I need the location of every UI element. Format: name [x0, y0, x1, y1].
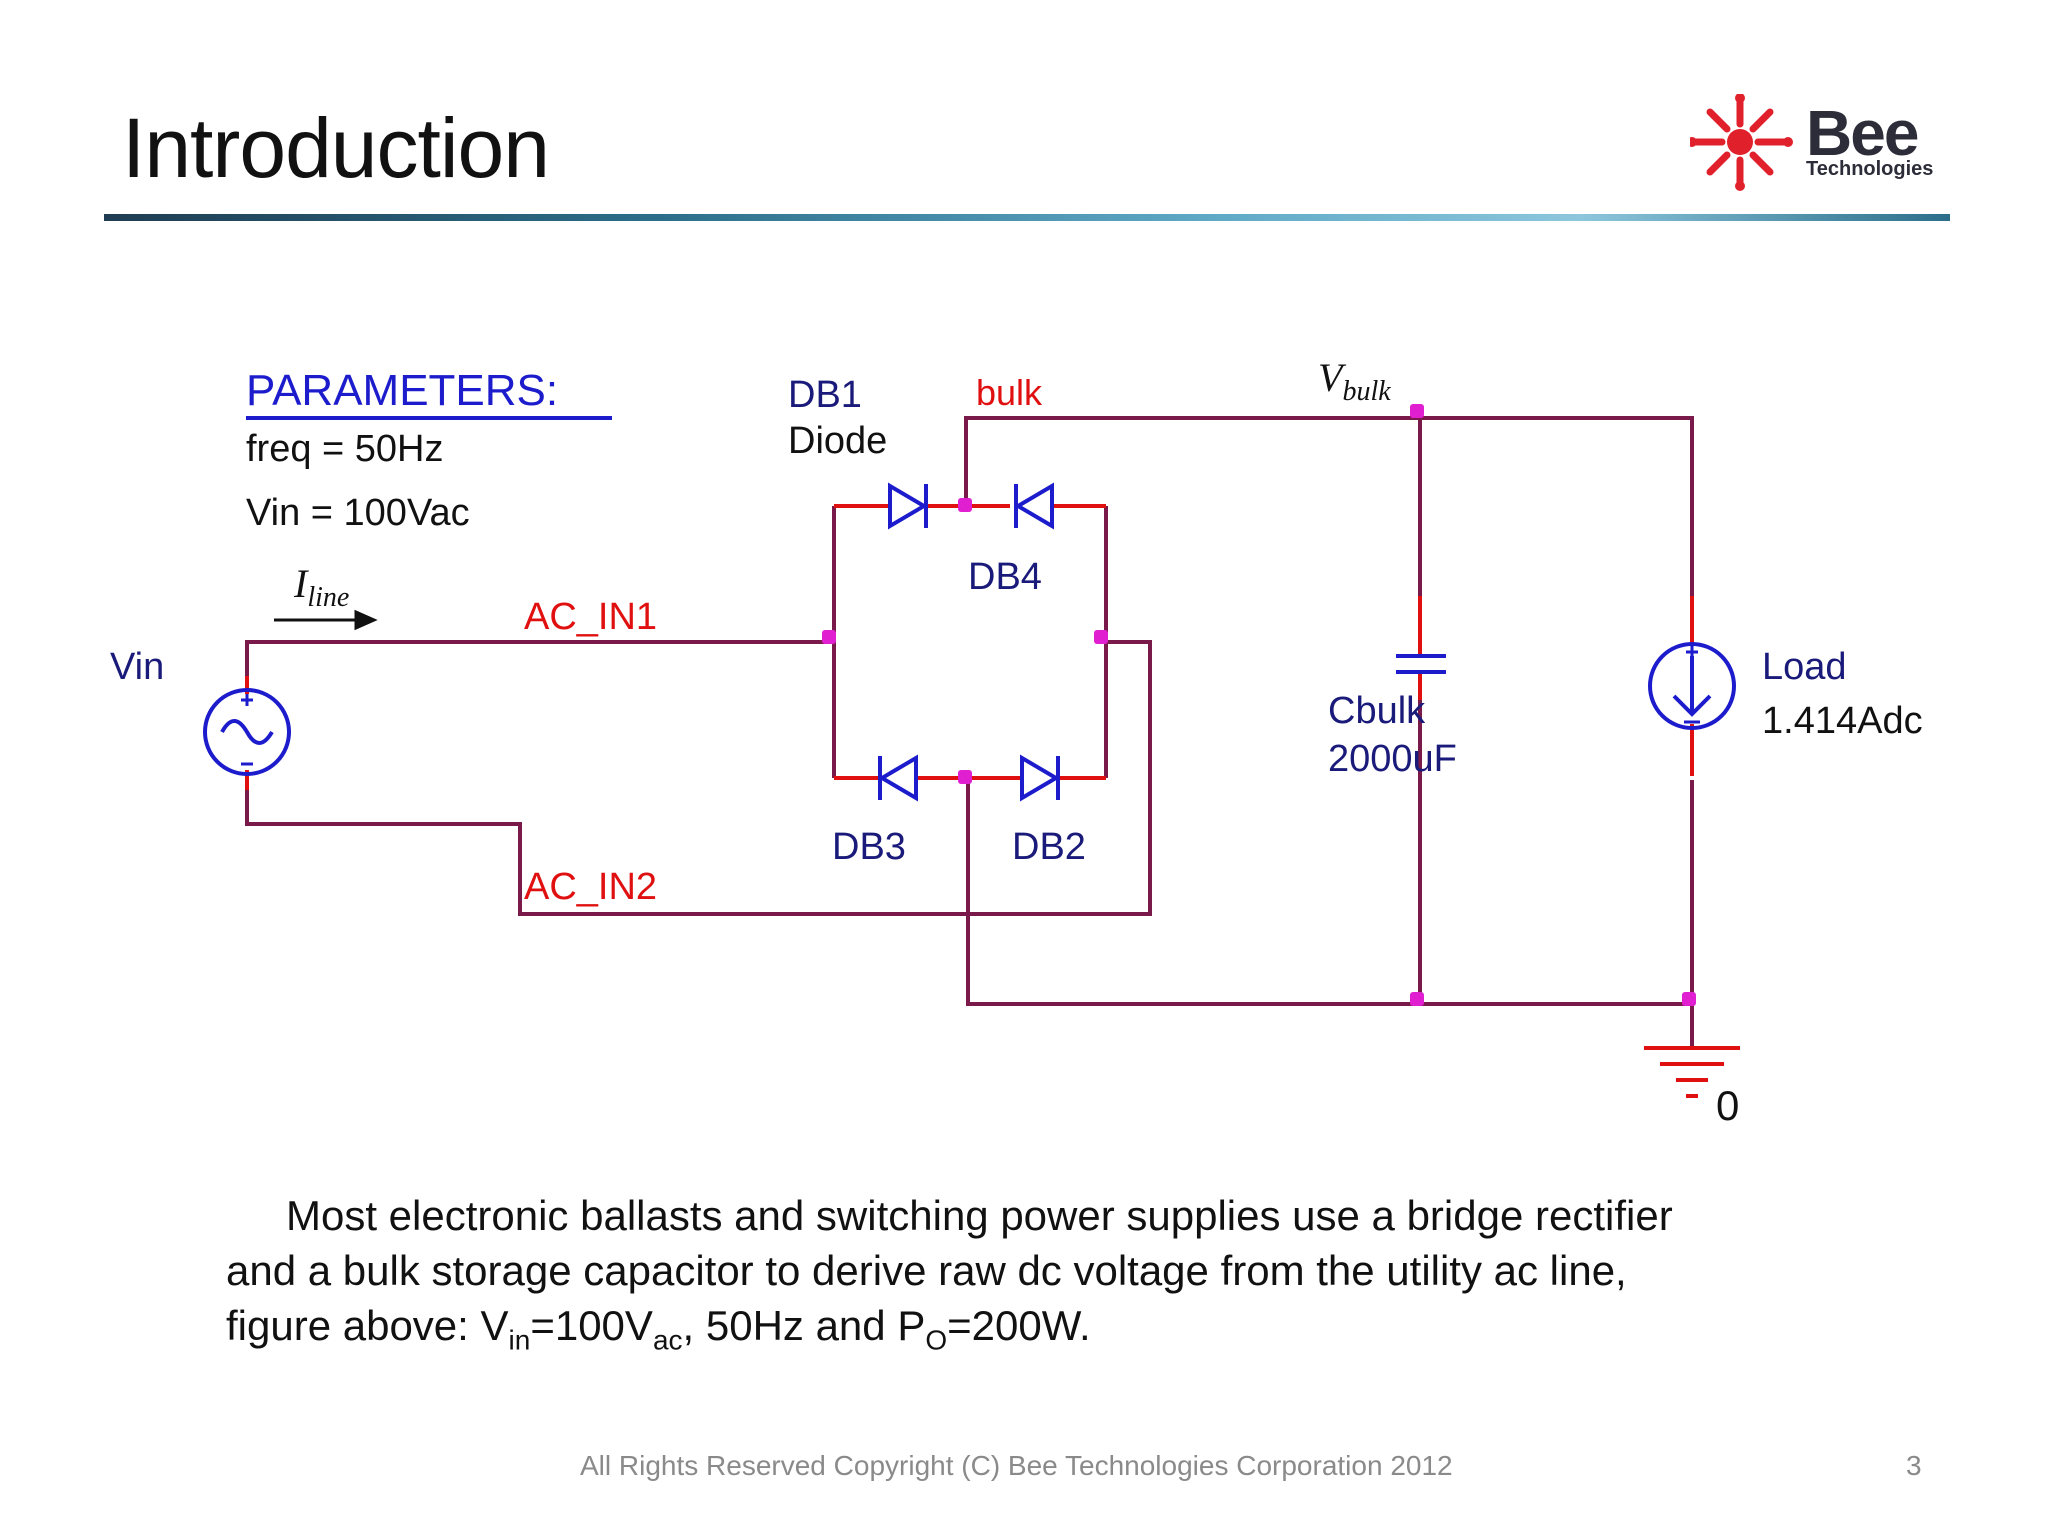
- diode-db3: [878, 754, 918, 802]
- wire-bulk: [964, 416, 1694, 600]
- load-name: Load: [1762, 646, 1847, 688]
- ground-icon: [1644, 1046, 1740, 1098]
- cap-value: 2000uF: [1328, 738, 1457, 780]
- db1-model: Diode: [788, 420, 888, 462]
- param-freq: freq = 50Hz: [246, 428, 444, 470]
- current-label: Iline: [294, 561, 350, 613]
- page-title: Introduction: [122, 101, 550, 195]
- capacitor-cbulk: [1396, 654, 1446, 674]
- current-arrow-icon: [274, 609, 378, 631]
- wires: [245, 416, 1694, 1048]
- load-value: 1.414Adc: [1762, 700, 1923, 742]
- cap-name: Cbulk: [1328, 690, 1426, 732]
- pins: [245, 504, 1694, 790]
- title-divider: [104, 214, 1950, 221]
- description-line-1: Most electronic ballasts and switching p…: [286, 1192, 1673, 1239]
- db2-name: DB2: [1012, 826, 1086, 868]
- net-bulk: bulk: [976, 372, 1043, 413]
- wire-ac-in2: [245, 640, 1152, 916]
- source-name: Vin: [110, 646, 165, 688]
- nodes: [822, 404, 1696, 1006]
- description-paragraph: Most electronic ballasts and switching p…: [226, 1188, 1826, 1367]
- diode-db1: [888, 482, 928, 530]
- wire-ac-in1: [245, 640, 828, 690]
- footer-copyright: All Rights Reserved Copyright (C) Bee Te…: [580, 1450, 1453, 1481]
- current-source-load: [1648, 642, 1736, 730]
- page-number: 3: [1906, 1450, 1922, 1481]
- diode-db4: [1014, 482, 1054, 530]
- description-line-2: and a bulk storage capacitor to derive r…: [226, 1247, 1627, 1294]
- description-line-3: figure above: Vin=100Vac, 50Hz and PO=20…: [226, 1302, 1091, 1356]
- db4-name: DB4: [968, 556, 1042, 598]
- db1-name: DB1: [788, 374, 862, 416]
- net-ac-in1: AC_IN1: [524, 596, 658, 638]
- ac-source-vin: [203, 688, 291, 776]
- wire-return: [966, 778, 1694, 1006]
- ground-label: 0: [1716, 1082, 1740, 1129]
- bee-logo-icon: [1690, 94, 1793, 191]
- net-ac-in2: AC_IN2: [524, 866, 658, 908]
- vbulk-label: Vbulk: [1318, 355, 1391, 407]
- diode-db2: [1020, 754, 1060, 802]
- logo-brand: Bee: [1806, 97, 1919, 169]
- logo-subtitle: Technologies: [1806, 158, 1934, 180]
- param-vin: Vin = 100Vac: [246, 492, 470, 534]
- db3-name: DB3: [832, 826, 906, 868]
- parameters-heading: PARAMETERS:: [246, 366, 559, 415]
- diodes: [878, 482, 1060, 802]
